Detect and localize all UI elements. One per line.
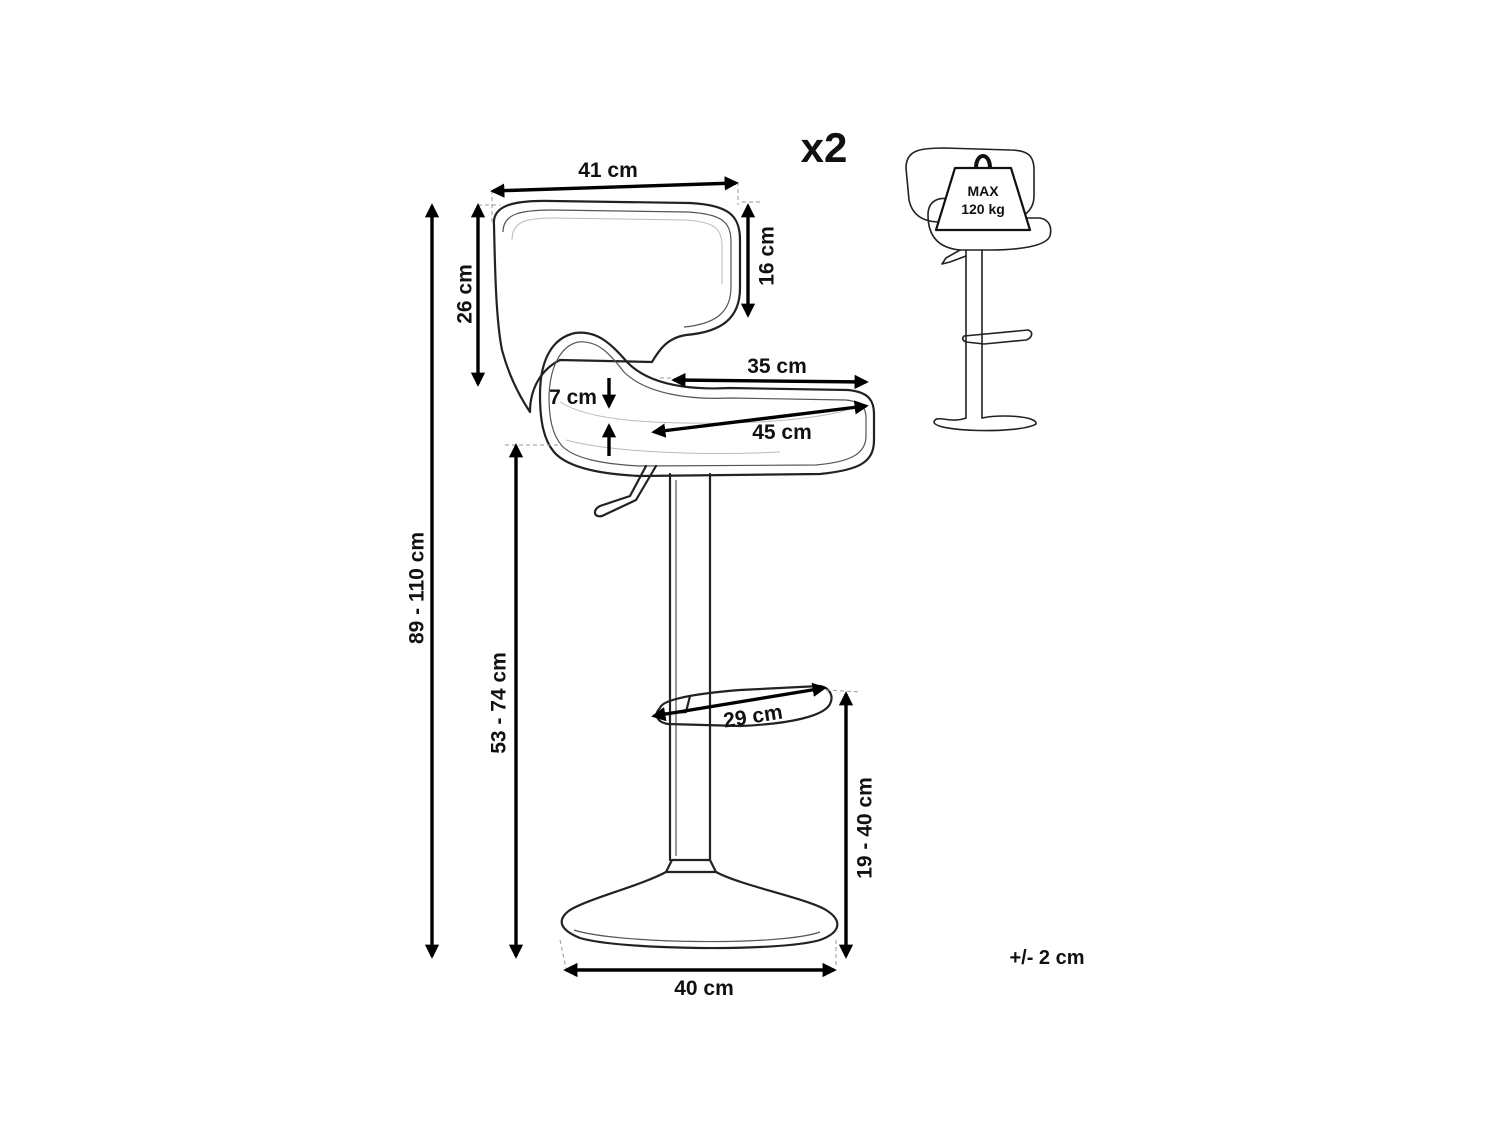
label-29: 29 cm (722, 701, 784, 733)
bar-stool-drawing (492, 199, 876, 950)
label-45: 45 cm (752, 421, 812, 444)
dim-arrow-35 (671, 372, 869, 390)
label-41: 41 cm (578, 159, 638, 182)
label-40: 40 cm (674, 977, 734, 1000)
bar-stool-thumbnail: MAX 120 kg (905, 147, 1052, 432)
label-total-height: 89 - 110 cm (406, 532, 429, 644)
dim-arrow-45 (651, 400, 869, 438)
dim-arrow-41 (490, 176, 739, 198)
label-7: 7 cm (549, 386, 597, 409)
dim-arrow-29 (651, 682, 827, 722)
weight-icon: MAX 120 kg (934, 154, 1032, 232)
label-seat-height: 53 - 74 cm (488, 652, 511, 754)
tolerance-note: +/- 2 cm (1009, 947, 1084, 969)
load-badge-line1: MAX (967, 183, 999, 199)
label-footrest-height: 19 - 40 cm (854, 777, 877, 879)
label-35: 35 cm (747, 355, 807, 378)
quantity-label: x2 (801, 124, 848, 171)
load-badge-line2: 120 kg (961, 201, 1005, 217)
dimension-labels: 41 cm 26 cm 16 cm 35 cm 7 cm 45 cm 89 - … (406, 159, 877, 1000)
label-26: 26 cm (454, 264, 477, 324)
label-16: 16 cm (756, 226, 779, 286)
dimension-lines (424, 176, 869, 978)
